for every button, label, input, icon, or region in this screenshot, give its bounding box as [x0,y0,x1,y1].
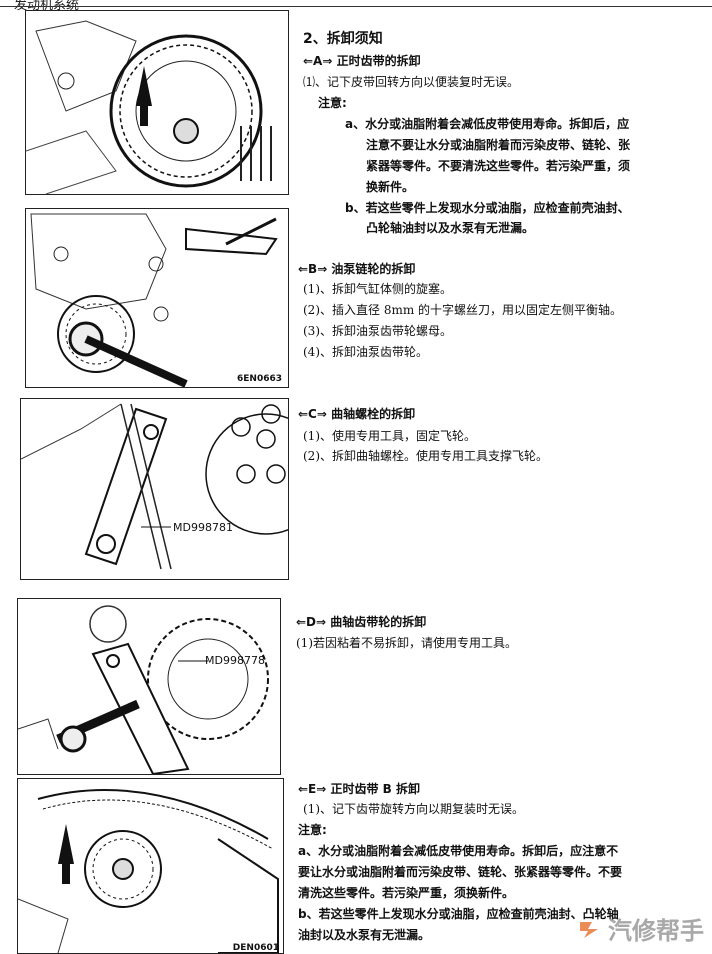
part-e-note-b1: b、若这些零件上发现水分或油脂，应检查前壳油封、凸轮轴 [298,907,619,921]
part-b-step: (3)、拆卸油泵齿带轮螺母。 [303,324,452,338]
tool-label: MD998778 [205,654,265,667]
figure-crankshaft-sprocket: MD998778 [17,598,281,775]
watermark-text: 汽修帮手 [608,917,704,945]
header-rule [0,6,712,7]
part-c-step: (2)、拆卸曲轴螺栓。使用专用工具支撑飞轮。 [303,449,548,463]
part-a-note-a1: a、水分或油脂附着会减低皮带使用寿命。拆卸后，应 [345,117,630,131]
part-a-note-a4: 换新件。 [366,180,415,194]
figure-timing-belt-b: DEN0601 [17,778,284,954]
watermark: 汽修帮手 [578,911,704,946]
part-e-step1: (1)、记下齿带旋转方向以期复装时无误。 [303,802,524,816]
part-e-note-b2: 油封以及水泵有无泄漏。 [298,928,431,942]
rotation-arrow-icon [58,824,74,864]
figure-timing-belt [25,10,289,195]
part-a-note-a2: 注意不要让水分或油脂附着而污染皮带、链轮、张 [366,138,631,152]
part-b-step: (2)、插入直径 8mm 的十字螺丝刀，用以固定左侧平衡轴。 [303,303,623,317]
figure-oil-pump-sprocket: 6EN0663 [25,208,289,388]
part-b-step: (1)、拆卸气缸体侧的旋塞。 [303,282,452,296]
part-d-title: ⇐D⇒ 曲轴齿带轮的拆卸 [296,615,427,629]
section-title: 2、拆卸须知 [303,31,383,47]
figure-crankshaft-bolt: MD998781 [20,398,289,580]
part-a-step1: ⑴、记下皮带回转方向以便装复时无误。 [303,75,520,89]
rotation-arrow-icon [136,66,152,106]
part-e-title: ⇐E⇒ 正时齿带 B 拆卸 [298,782,420,796]
part-e-note-a3: 清洗这些零件。若污染严重，须换新件。 [298,886,515,900]
figure-code: 6EN0663 [237,374,282,384]
part-e-note-label: 注意: [298,823,327,837]
part-c-step: (1)、使用专用工具，固定飞轮。 [303,429,476,443]
part-a-note-a3: 紧器等零件。不要清洗这些零件。若污染严重，须 [366,159,631,173]
part-e-note-a2: 要让水分或油脂附着而污染皮带、链轮、张紧器等零件。不要 [298,865,623,879]
part-b-title: ⇐B⇒ 油泵链轮的拆卸 [298,262,416,276]
figure-code: DEN0601 [232,943,279,953]
part-a-note-b1: b、若这些零件上发现水分或油脂，应检查前壳油封、 [345,201,630,215]
part-a-title: ⇐A⇒ 正时齿带的拆卸 [303,54,421,68]
watermark-logo-icon [580,921,598,938]
part-a-note-b2: 凸轮轴油封以及水泵有无泄漏。 [366,221,535,235]
part-b-step: (4)、拆卸油泵齿带轮。 [303,345,428,359]
part-e-note-a1: a、水分或油脂附着会减低皮带使用寿命。拆卸后，应注意不 [298,844,619,858]
part-d-step1: (1)若因粘着不易拆卸，请使用专用工具。 [296,636,517,650]
tool-label: MD998781 [173,521,233,534]
part-a-note-label: 注意: [318,96,347,110]
part-c-title: ⇐C⇒ 曲轴螺栓的拆卸 [298,407,416,421]
